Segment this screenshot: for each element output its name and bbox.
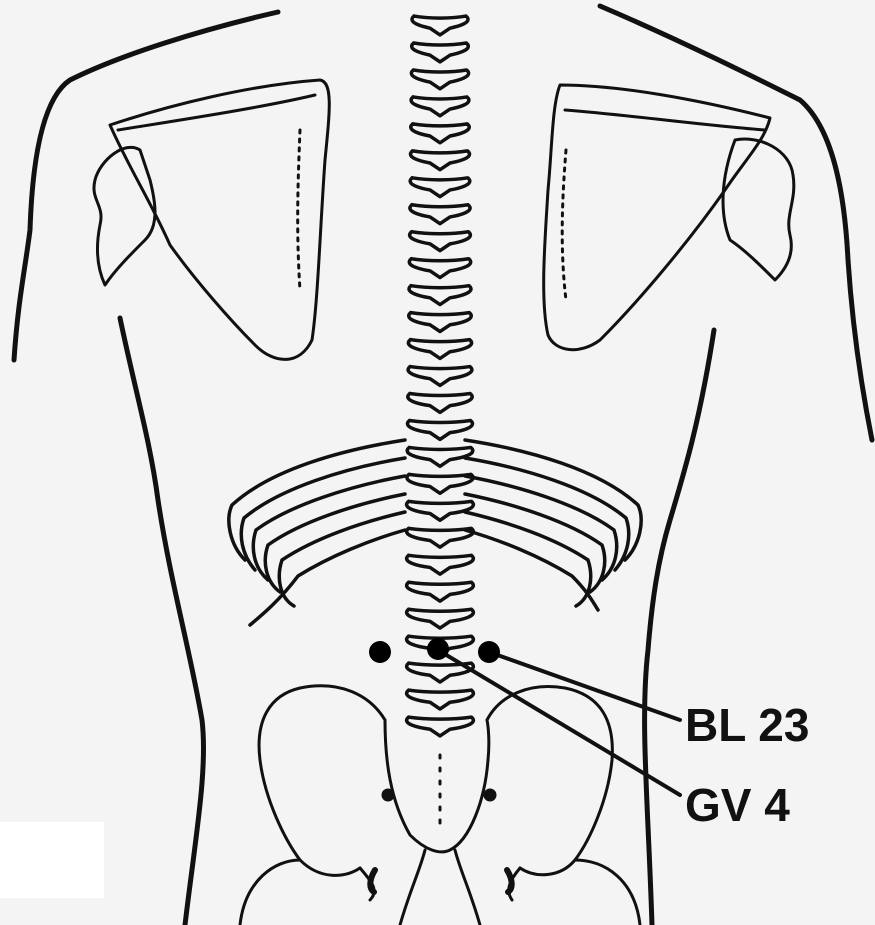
vertebra: [412, 43, 469, 62]
vertebra: [407, 609, 474, 628]
vertebra: [409, 259, 470, 278]
left-flank-outline: [120, 318, 204, 925]
vertebra: [408, 394, 472, 413]
vertebra: [407, 447, 473, 466]
right-hip-joint: [575, 860, 640, 925]
right-shoulder-outline: [600, 6, 872, 440]
bl23-label: BL 23: [685, 702, 809, 748]
spine: [407, 16, 474, 736]
white-patch: [0, 822, 104, 898]
vertebra: [410, 232, 471, 251]
vertebra: [409, 286, 471, 305]
bl23-leader-line: [489, 652, 680, 720]
vertebra: [411, 124, 469, 143]
vertebra: [407, 555, 474, 574]
vertebra: [408, 367, 472, 386]
bl23-left-point: [369, 641, 391, 663]
vertebra: [409, 313, 472, 332]
vertebra: [407, 690, 474, 709]
left-scapula: [94, 80, 329, 359]
right-flank-outline: [645, 330, 714, 925]
acupoints: [369, 638, 500, 663]
vertebra: [407, 582, 474, 601]
left-shoulder-outline: [14, 12, 278, 360]
vertebra: [407, 717, 474, 736]
right-scapula: [544, 85, 794, 350]
vertebra: [410, 178, 470, 197]
left-hip-joint: [240, 860, 300, 925]
vertebra: [407, 501, 474, 520]
vertebra: [407, 528, 474, 547]
pelvis: [240, 686, 640, 925]
vertebra: [412, 16, 468, 35]
vertebra: [411, 97, 469, 116]
vertebra: [408, 420, 473, 439]
vertebra: [411, 70, 468, 89]
bl23-right-point: [478, 641, 500, 663]
vertebra: [408, 340, 471, 359]
left-iliac-crest: [259, 686, 385, 876]
gv4-label: GV 4: [685, 782, 790, 828]
vertebra: [407, 474, 473, 493]
vertebra: [410, 151, 469, 170]
vertebra: [410, 205, 470, 224]
gv4-point: [427, 638, 449, 660]
sacrum: [385, 720, 489, 852]
